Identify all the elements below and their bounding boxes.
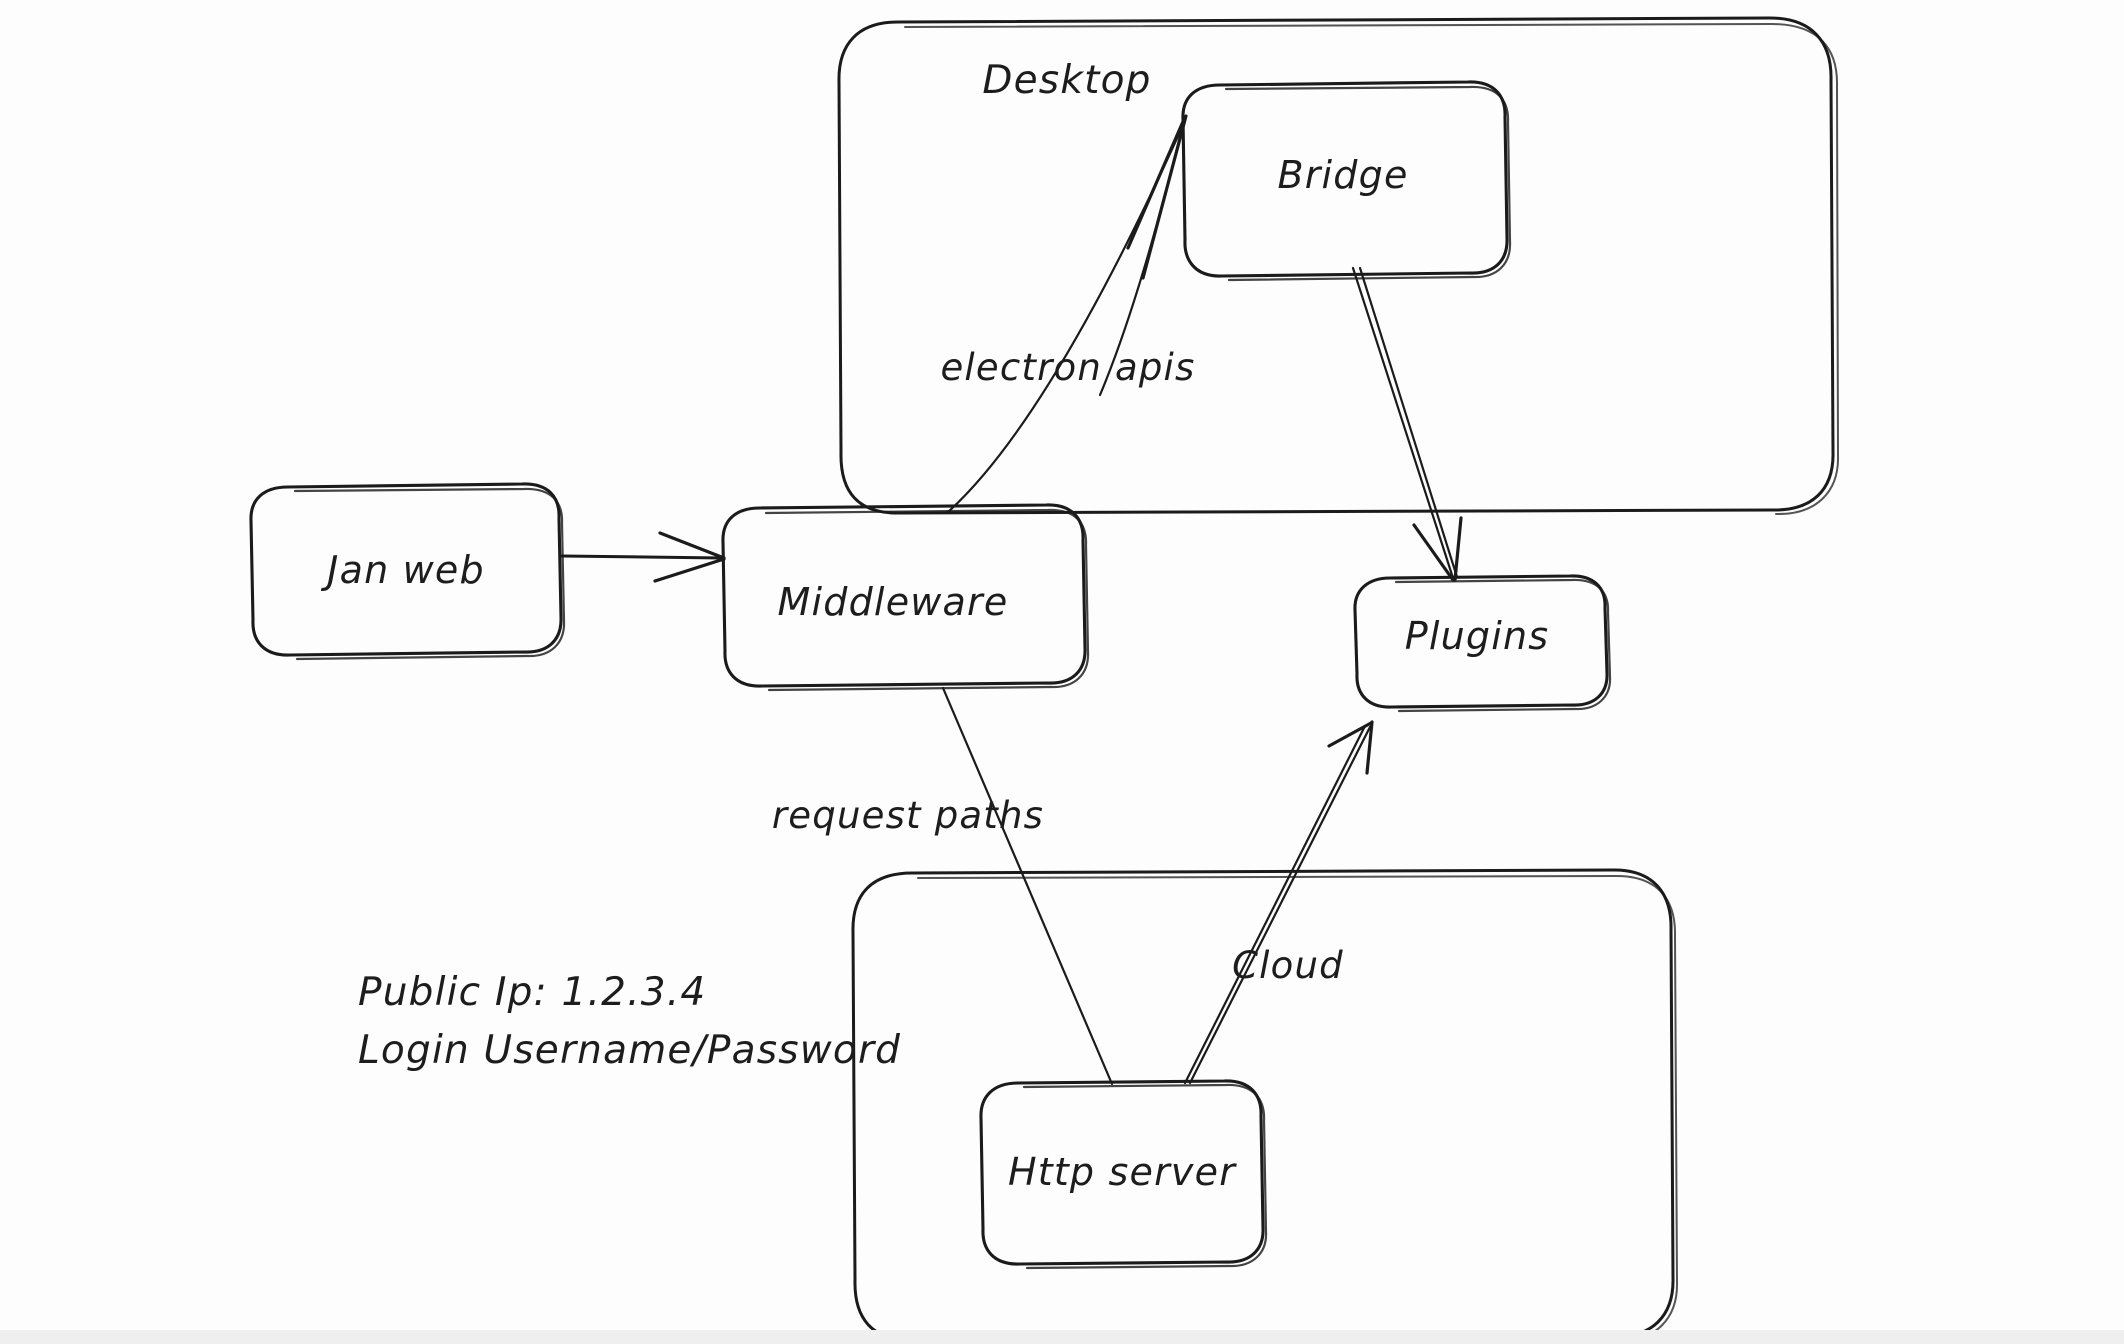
edge-middleware-to-http-server <box>941 686 1114 1086</box>
node-jan-web-shape[interactable] <box>249 482 566 661</box>
bottom-edge-strip <box>0 1330 2124 1344</box>
node-bridge-shape[interactable] <box>1181 80 1512 282</box>
group-cloud <box>851 868 1679 1343</box>
edge-middleware-to-bridge <box>946 114 1188 514</box>
edge-jan-web-to-middleware <box>560 531 726 583</box>
node-middleware-shape[interactable] <box>721 503 1090 692</box>
edge-bridge-to-plugins <box>1351 266 1463 582</box>
node-plugins-shape[interactable] <box>1353 574 1612 713</box>
group-desktop <box>837 16 1840 516</box>
edge-http-server-to-plugins <box>1183 720 1374 1085</box>
node-http-server-shape[interactable] <box>979 1079 1268 1270</box>
